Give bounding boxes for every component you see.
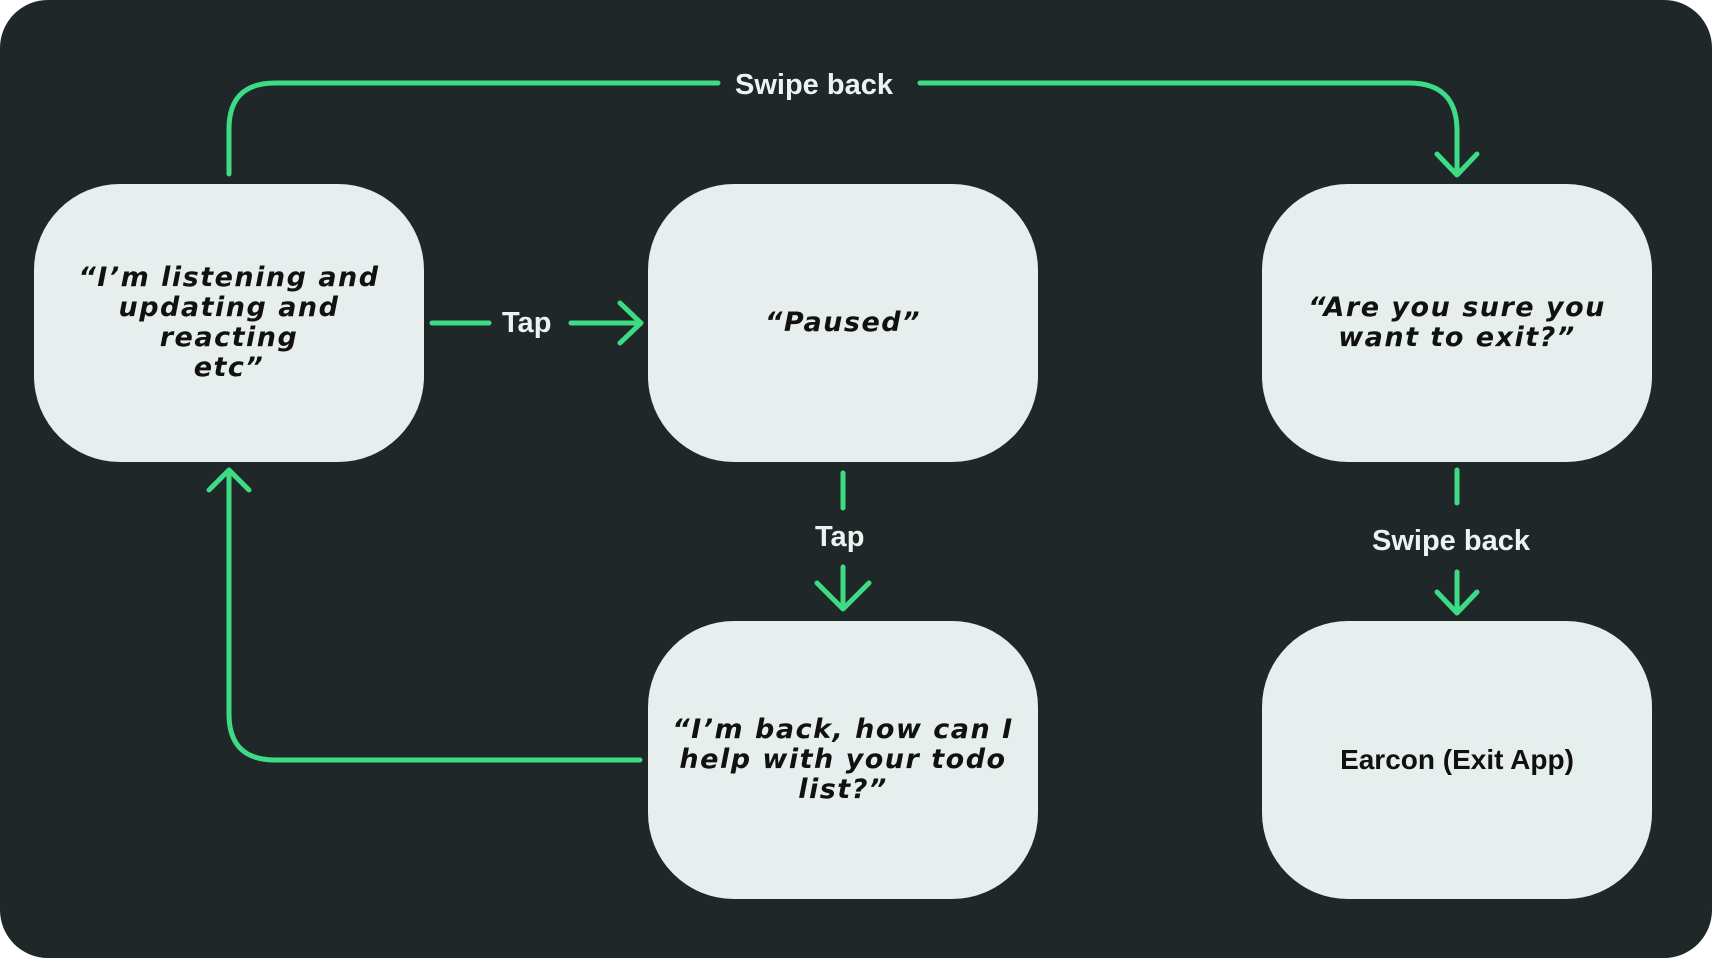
- node-listening: “I’m listening and updating and reacting…: [34, 184, 424, 462]
- edge-label-confirm-to-earcon: Swipe back: [1372, 525, 1530, 557]
- arrowhead-listening: [206, 467, 252, 493]
- connector-listening-to-confirm-left: [226, 80, 721, 177]
- node-paused-text: “Paused”: [765, 307, 921, 338]
- node-listening-text: “I’m listening and updating and reacting…: [78, 262, 380, 383]
- arrowhead-back: [814, 580, 872, 612]
- node-back-text: “I’m back, how can I help with your todo…: [672, 714, 1014, 805]
- node-earcon: Earcon (Exit App): [1262, 621, 1652, 899]
- node-paused: “Paused”: [648, 184, 1038, 462]
- node-confirm-exit-text: “Are you sure you want to exit?”: [1308, 292, 1606, 353]
- edge-label-listening-to-paused: Tap: [502, 307, 552, 339]
- node-confirm-exit: “Are you sure you want to exit?”: [1262, 184, 1652, 462]
- node-earcon-text: Earcon (Exit App): [1340, 744, 1574, 775]
- connector-back-to-listening: [226, 469, 643, 763]
- edge-label-paused-to-back: Tap: [815, 521, 865, 553]
- arrowhead-paused: [617, 300, 644, 346]
- connector-listening-to-confirm-right: [917, 80, 1460, 177]
- edge-label-listening-to-confirm: Swipe back: [735, 69, 893, 101]
- arrowhead-earcon: [1434, 589, 1480, 616]
- arrowhead-confirm: [1434, 151, 1480, 178]
- node-back: “I’m back, how can I help with your todo…: [648, 621, 1038, 899]
